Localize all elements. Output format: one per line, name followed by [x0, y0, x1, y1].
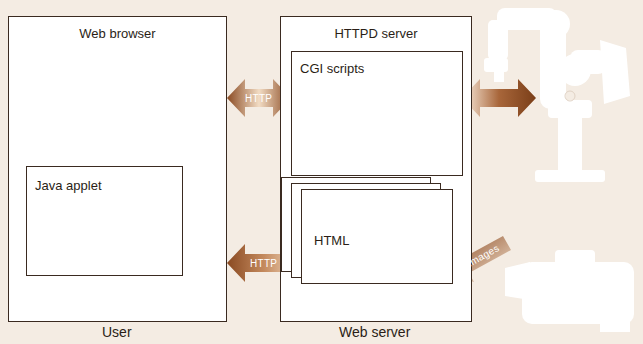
component-box: HTML [301, 189, 453, 284]
component-box: CGI scripts [291, 51, 463, 176]
robot-link-arrow [462, 79, 536, 117]
box-caption: Web server [339, 324, 410, 340]
box-heading: HTTPD server [281, 27, 471, 42]
box-caption: User [102, 324, 132, 340]
component-box: Java applet [26, 166, 183, 276]
box-heading: HTML [314, 234, 440, 249]
box-heading: CGI scripts [300, 62, 454, 77]
box-heading: Java applet [35, 179, 174, 194]
edge-label: HTTP [250, 258, 277, 269]
camera [505, 250, 634, 332]
box-heading: Web browser [9, 27, 226, 42]
robot-arm [484, 8, 630, 182]
edge-label: HTTP [245, 93, 272, 104]
system-box: HTTPD serverWeb serverCGI scriptsHTML [280, 16, 472, 322]
system-box: Web browserUserJava applet [8, 16, 227, 322]
